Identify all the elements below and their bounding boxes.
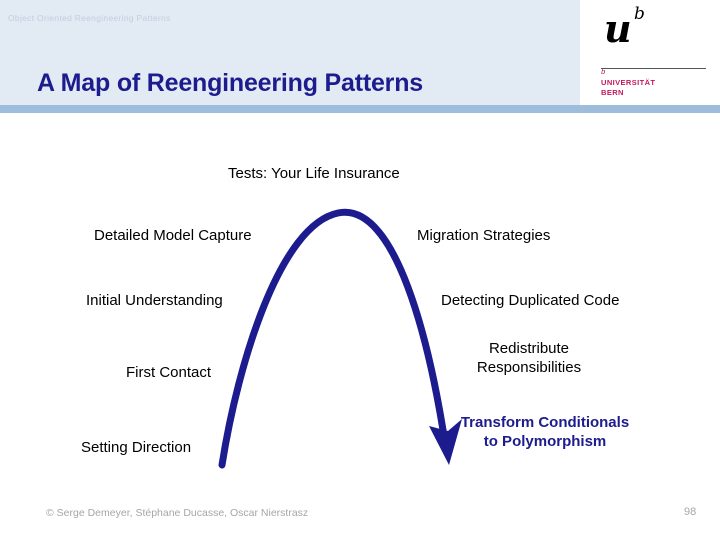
node-transform-conditionals-to-polymorphism[interactable]: Transform Conditionals to Polymorphism [460, 414, 630, 450]
page-title: A Map of Reengineering Patterns [37, 68, 423, 97]
process-arc-arrow [218, 208, 462, 469]
slide-footer: © Serge Demeyer, Stéphane Ducasse, Oscar… [0, 493, 720, 540]
arrow-head [429, 419, 462, 465]
node-migration-strategies[interactable]: Migration Strategies [417, 227, 551, 244]
slide-header: Object Oriented Reengineering Patterns A… [0, 0, 720, 113]
node-redistribute-responsibilities[interactable]: Redistribute Responsibilities [476, 340, 582, 376]
node-detailed-model-capture[interactable]: Detailed Model Capture [94, 227, 252, 244]
logo-wordmark: UNIVERSITÄT BERN [601, 78, 655, 97]
node-first-contact[interactable]: First Contact [126, 364, 212, 381]
logo-wordmark-line1: UNIVERSITÄT [601, 78, 656, 87]
logo-b-superscript-glyph: b [634, 4, 645, 24]
logo-u-glyph: u [604, 6, 632, 51]
node-detecting-duplicated-code[interactable]: Detecting Duplicated Code [441, 292, 620, 309]
node-tests-your-life-insurance[interactable]: Tests: Your Life Insurance [228, 165, 400, 182]
logo-divider-line [601, 68, 706, 69]
header-divider-rule [0, 105, 720, 113]
page-number: 98 [684, 506, 697, 518]
node-setting-direction[interactable]: Setting Direction [81, 439, 192, 456]
copyright-text: © Serge Demeyer, Stéphane Ducasse, Oscar… [46, 507, 309, 519]
header-background [0, 0, 580, 105]
logo-tiny-b-glyph: b [601, 68, 606, 76]
arc-curve-path [218, 208, 450, 469]
node-initial-understanding[interactable]: Initial Understanding [86, 292, 223, 309]
logo-wordmark-line2: BERN [601, 87, 624, 97]
reengineering-patterns-map: Tests: Your Life Insurance Detailed Mode… [0, 113, 720, 493]
header-kicker: Object Oriented Reengineering Patterns [8, 13, 171, 23]
university-bern-logo: u b b UNIVERSITÄT BERN [580, 0, 720, 105]
